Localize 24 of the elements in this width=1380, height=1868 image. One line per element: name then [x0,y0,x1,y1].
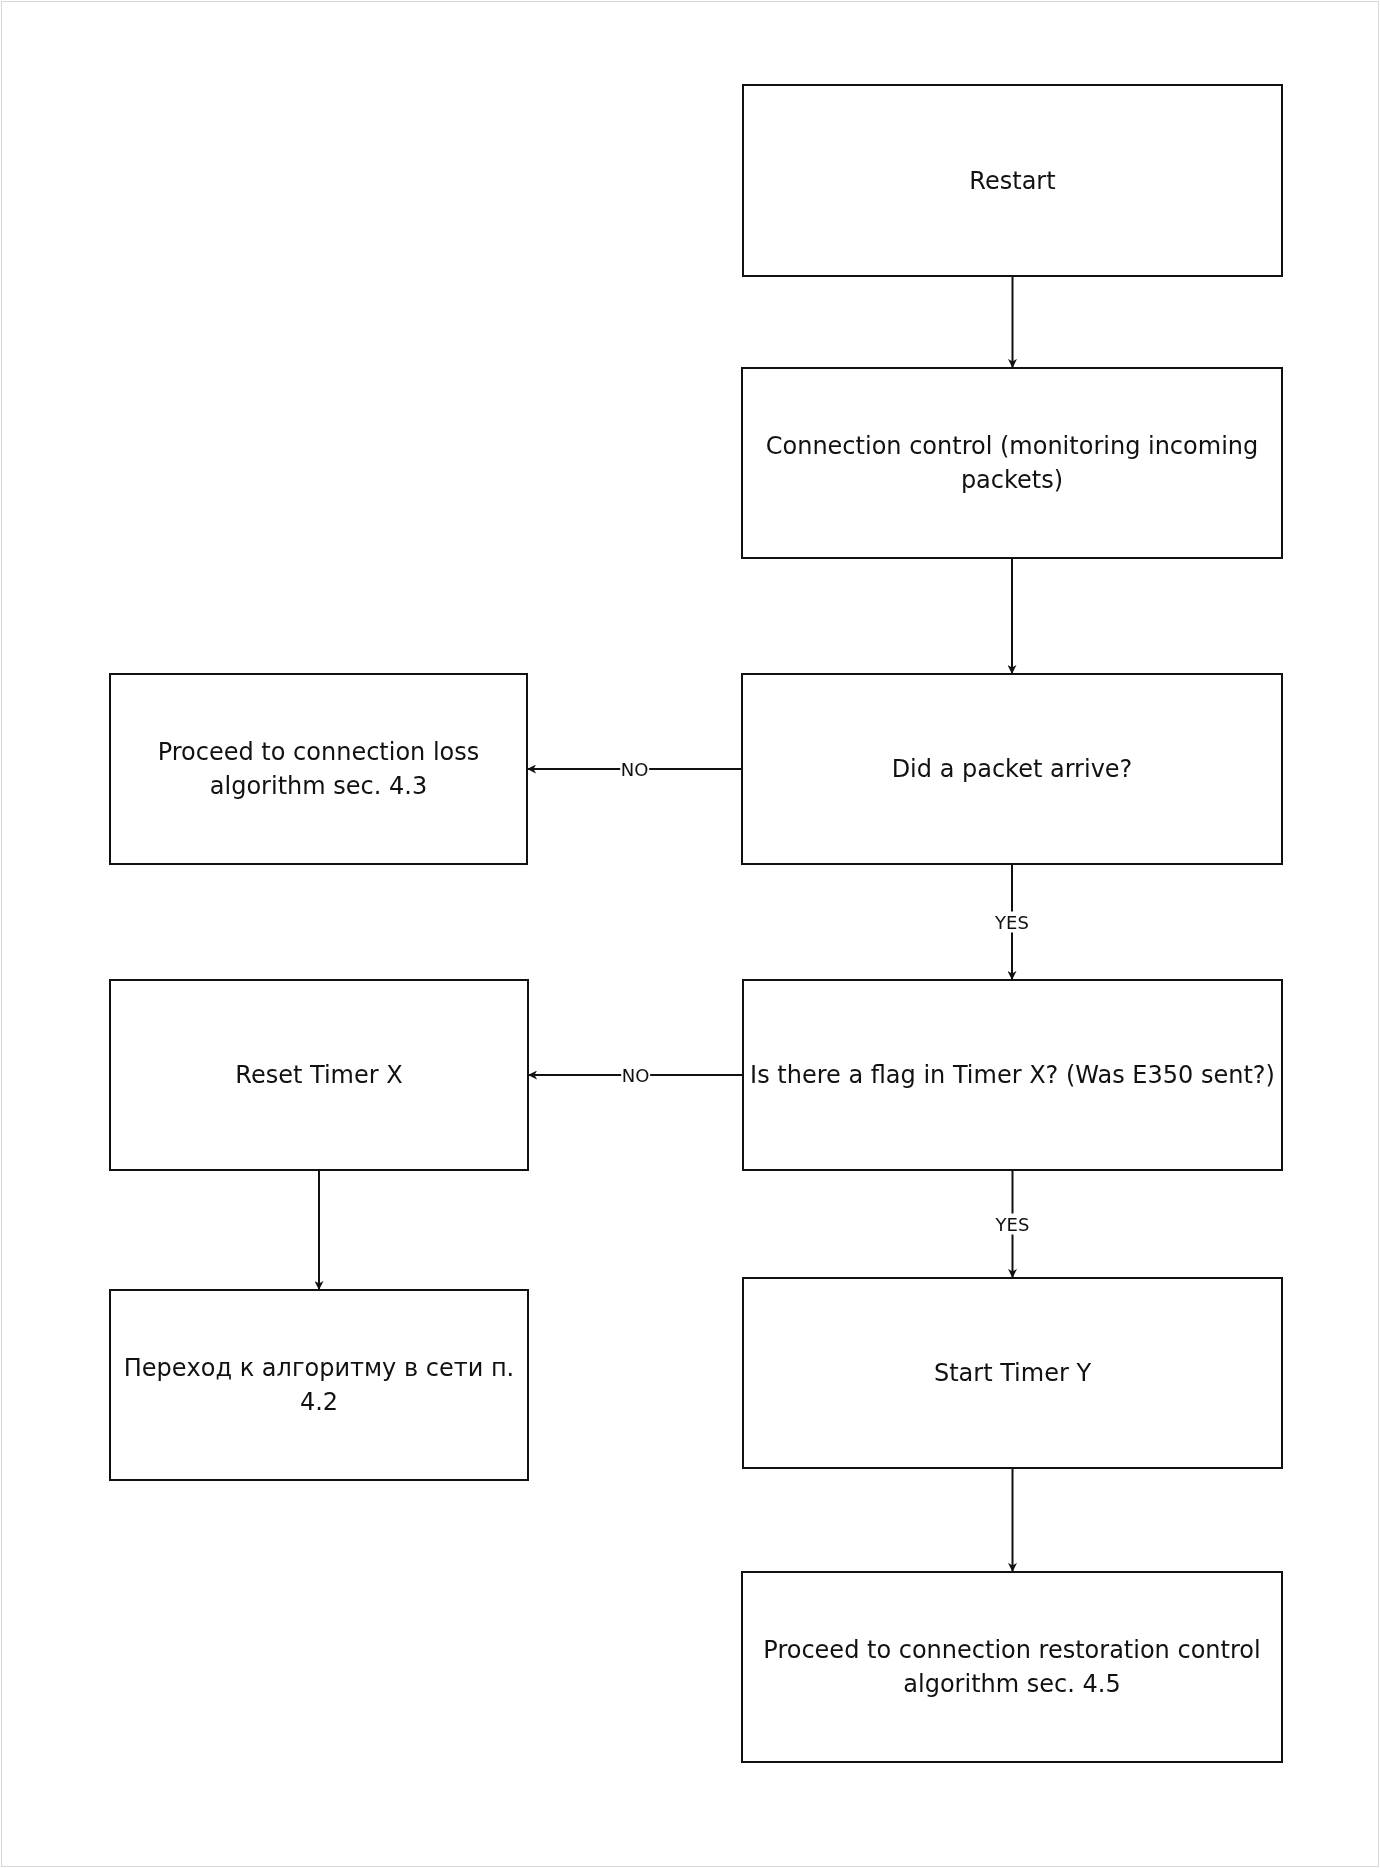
edge-label: YES [994,911,1030,933]
process-box [742,1277,1283,1469]
edge-label: YES [994,1213,1031,1235]
arrow [1007,558,1017,674]
process-box [742,979,1283,1171]
box-text: Переход к алгоритму в сети п. 4.2 [122,1353,516,1418]
process-box [741,673,1283,865]
process-box [109,979,529,1171]
process-box [109,1289,529,1481]
box-text: Is there a flag in Timer X? (Was E350 sent?) [750,1060,1275,1091]
box-text: Restart [969,165,1056,197]
process-box [109,673,528,865]
box-text: Reset Timer X [235,1060,403,1091]
box-text: Did a packet arrive? [891,754,1133,785]
box-text: Start Timer Y [933,1358,1092,1389]
box-text: Connection control (monitoring incoming packets) [764,431,1260,496]
process-box [742,84,1283,277]
box-text: Proceed to connection restoration control algorithm sec. 4.5 [762,1635,1262,1700]
box-text: Proceed to connection loss algorithm sec. 4.3 [156,737,481,802]
process-box [741,1571,1283,1763]
arrow [1008,1468,1017,1572]
arrow [314,1170,324,1290]
process-box [741,367,1283,559]
arrow [1008,276,1017,368]
